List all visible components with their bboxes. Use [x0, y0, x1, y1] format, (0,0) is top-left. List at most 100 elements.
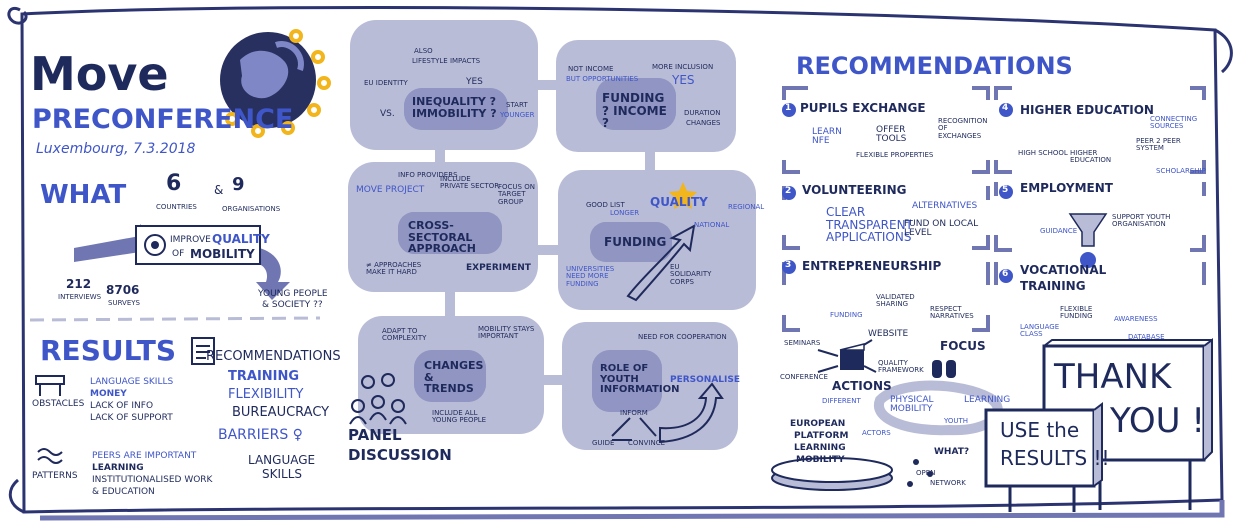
alternatives-label: ALTERNATIVES	[912, 201, 978, 211]
eu-identity-label: EU IDENTITY	[364, 79, 408, 87]
flexible-funding-label: FLEXIBLE FUNDING	[1060, 305, 1093, 321]
clapboard-icon	[839, 343, 865, 370]
volunteering-heading: VOLUNTEERING	[802, 183, 907, 197]
learning-focus-label: LEARNING	[964, 395, 1011, 405]
also-label: ALSO	[414, 47, 433, 55]
results-heading: RESULTS	[40, 334, 177, 367]
you-label: YOU !	[1110, 401, 1205, 441]
guidance-label: GUIDANCE	[1040, 227, 1078, 235]
panel-label: PANEL	[348, 426, 402, 444]
good-list-label: GOOD LIST	[586, 201, 625, 209]
discussion-label: DISCUSSION	[348, 446, 452, 464]
rec-item: FLEXIBILITY	[228, 387, 304, 402]
funding-income-bubble: FUNDING ? INCOME ?	[602, 91, 667, 131]
rec-item: SKILLS	[262, 467, 303, 481]
yes-inclusion-label: YES	[672, 73, 695, 87]
mobility-label: MOBILITY	[190, 247, 255, 261]
countries-count: 6	[166, 171, 182, 196]
convince-label: CONVINCE	[628, 439, 666, 447]
national-label: NATIONAL	[694, 221, 730, 229]
cross-sectoral-bubble: CROSS-SECTORAL APPROACH	[408, 219, 476, 256]
platform-line: LEARNING	[794, 443, 846, 453]
number-4: 4	[1002, 103, 1009, 113]
pattern-item: & EDUCATION	[92, 487, 155, 497]
obstacle-item: MONEY	[90, 389, 127, 399]
guide-label: GUIDE	[592, 439, 615, 447]
quality-funding-label: QUALITY	[650, 195, 708, 209]
left-recommendations-heading: RECOMMENDATIONS	[206, 349, 341, 364]
higher-ed-label: HIGHER EDUCATION	[1070, 149, 1112, 165]
approaches-label: ≠ APPROACHES MAKE IT HARD	[366, 261, 422, 277]
number-1: 1	[785, 103, 792, 113]
society-label: & SOCIETY ??	[262, 300, 323, 310]
recognition-label: RECOGNITION OF EXCHANGES	[938, 117, 988, 140]
longer-label: LONGER	[610, 209, 640, 217]
globe-icon	[220, 32, 316, 128]
start-label: START	[506, 101, 528, 109]
connecting-sources-label: CONNECTING SOURCES	[1150, 115, 1198, 131]
peer-system-label: PEER 2 PEER SYSTEM	[1136, 137, 1181, 153]
rec-item: BARRIERS ♀	[218, 427, 303, 443]
focus-target-label: FOCUS ON TARGET GROUP	[498, 183, 535, 206]
eu-solidarity-label: EU SOLIDARITY CORPS	[670, 263, 712, 286]
conference-label: CONFERENCE	[780, 373, 828, 381]
employment-heading: EMPLOYMENT	[1020, 181, 1113, 195]
barrier-icon	[35, 375, 65, 396]
obstacles-label: OBSTACLES	[32, 399, 85, 409]
organisations-label: ORGANISATIONS	[222, 205, 281, 213]
inequality-bubble: INEQUALITY ? IMMOBILITY ?	[412, 95, 497, 120]
include-all-label: INCLUDE ALL YOUNG PEOPLE	[432, 409, 487, 425]
platform-line: PLATFORM	[794, 431, 849, 441]
waves-icon	[37, 448, 63, 464]
eu-stars-icon	[225, 29, 331, 138]
physical-mobility-label: PHYSICAL MOBILITY	[890, 395, 934, 415]
lifestyle-label: LIFESTYLE IMPACTS	[412, 57, 481, 65]
quality-framework-label: QUALITY FRAMEWORK	[878, 359, 924, 375]
scholarship-label: SCHOLARSHIP	[1156, 167, 1206, 175]
pattern-item: PEERS ARE IMPORTANT	[92, 451, 197, 461]
yes-label: YES	[466, 77, 483, 87]
seminars-label: SEMINARS	[784, 339, 821, 347]
rec-item: BUREAUCRACY	[232, 405, 330, 420]
personalise-label: PERSONALISE	[670, 375, 741, 385]
vs-label: VS.	[380, 109, 395, 119]
of-label: OF	[172, 249, 185, 259]
universities-label: UNIVERSITIES NEED MORE FUNDING	[566, 265, 615, 288]
entrepreneurship-heading: ENTREPRENEURSHIP	[802, 259, 942, 273]
flexible-properties-label: FLEXIBLE PROPERTIES	[856, 151, 934, 159]
interviews-count: 212	[66, 277, 92, 291]
organisations-count: 9	[232, 174, 245, 195]
high-school-label: HIGH SCHOOL	[1018, 149, 1068, 157]
ampersand: &	[214, 183, 224, 197]
validated-sharing-label: VALIDATED SHARING	[876, 293, 915, 309]
inform-label: INFORM	[620, 409, 648, 417]
actions-label: ACTIONS	[832, 379, 892, 393]
pupils-exchange-heading: PUPILS EXCHANGE	[800, 101, 926, 115]
youth-label: YOUTH	[944, 417, 969, 425]
not-income-label: NOT INCOME	[568, 65, 614, 73]
quality-label: QUALITY	[212, 232, 270, 246]
use-the-label: USE the	[1000, 418, 1080, 442]
number-5: 5	[1002, 185, 1009, 195]
pattern-item: INSTITUTIONALISED WORK	[92, 475, 213, 485]
obstacle-item: LANGUAGE SKILLS	[90, 377, 174, 387]
actors-label: ACTORS	[862, 429, 891, 437]
need-for-label: NEED FOR COOPERATION	[638, 333, 727, 341]
what-question-label: WHAT?	[934, 447, 970, 457]
younger-label: YOUNGER	[500, 111, 535, 119]
improve-label: IMPROVE	[170, 235, 211, 245]
changes-trends-bubble: CHANGES & TRENDS	[424, 359, 484, 396]
learn-nfe-label: LEARN NFE	[812, 127, 842, 147]
surveys-label: SURVEYS	[108, 299, 140, 307]
number-6: 6	[1002, 269, 1009, 279]
young-people-label: YOUNG PEOPLE	[258, 289, 328, 299]
experiment-label: EXPERIMENT	[466, 263, 531, 273]
binoculars-icon	[932, 360, 956, 378]
use-results-sign	[984, 402, 1103, 512]
include-private-label: INCLUDE PRIVATE SECTOR	[440, 175, 500, 191]
countries-label: COUNTRIES	[156, 203, 197, 211]
language-class-label: LANGUAGE CLASS	[1020, 323, 1060, 339]
open-label: OPEN	[916, 469, 936, 477]
